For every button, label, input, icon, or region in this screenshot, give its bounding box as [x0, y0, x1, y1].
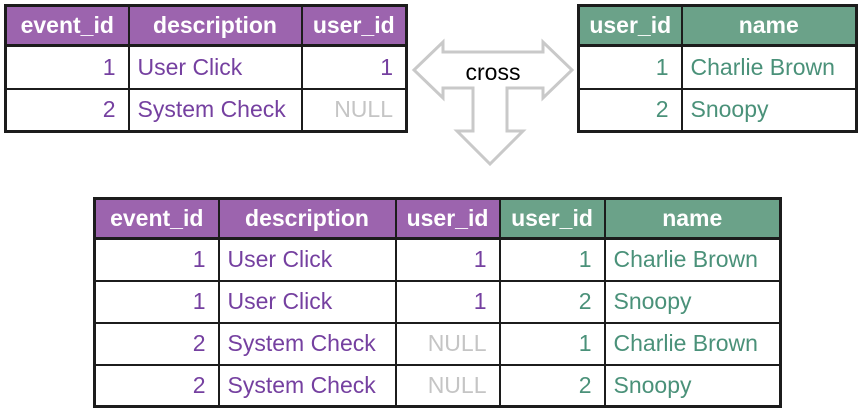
cell-user-id-left: 1 [394, 279, 501, 324]
cell-name: Charlie Brown [603, 321, 782, 366]
column-header-user-id: user_id [300, 4, 408, 47]
cell-user-id-null: NULL [300, 87, 408, 133]
table-row: 1 User Click 1 2 Snoopy [93, 279, 782, 324]
header-row: event_id description user_id [4, 4, 408, 47]
left-source-table: event_id description user_id 1 User Clic… [4, 4, 408, 133]
cell-user-id-right: 1 [498, 321, 606, 366]
cell-event-id: 2 [93, 321, 220, 366]
cell-user-id-left-null: NULL [394, 363, 501, 408]
cell-description: System Check [127, 87, 303, 133]
cell-user-id: 2 [577, 87, 683, 133]
cell-name: Charlie Brown [603, 237, 782, 282]
cell-name: Snoopy [603, 279, 782, 324]
header-row: event_id description user_id user_id nam… [93, 197, 782, 240]
left-right-down-arrow-shape [411, 38, 575, 167]
column-header-user-id-left: user_id [394, 197, 501, 240]
header-row: user_id name [577, 4, 858, 47]
cell-user-id-right: 1 [498, 237, 606, 282]
cell-user-id: 1 [577, 44, 683, 90]
cell-name: Snoopy [680, 87, 858, 133]
cell-event-id: 2 [4, 87, 130, 133]
cell-name: Snoopy [603, 363, 782, 408]
cell-event-id: 1 [93, 279, 220, 324]
column-header-name: name [680, 4, 858, 47]
cell-description: User Click [217, 237, 397, 282]
cell-description: User Click [127, 44, 303, 90]
cell-user-id-left-null: NULL [394, 321, 501, 366]
column-header-user-id: user_id [577, 4, 683, 47]
cell-event-id: 2 [93, 363, 220, 408]
column-header-name: name [603, 197, 782, 240]
cell-user-id: 1 [300, 44, 408, 90]
column-header-description: description [127, 4, 303, 47]
table-row: 1 Charlie Brown [577, 44, 858, 90]
cell-user-id-right: 2 [498, 363, 606, 408]
table-row: 1 User Click 1 1 Charlie Brown [93, 237, 782, 282]
table-row: 2 System Check NULL 2 Snoopy [93, 363, 782, 408]
cell-description: System Check [217, 363, 397, 408]
table-row: 2 System Check NULL 1 Charlie Brown [93, 321, 782, 366]
join-type-label: cross [465, 59, 521, 85]
column-header-event-id: event_id [4, 4, 130, 47]
cross-join-arrow-icon [411, 38, 575, 167]
cell-user-id-left: 1 [394, 237, 501, 282]
column-header-description: description [217, 197, 397, 240]
table-row: 2 Snoopy [577, 87, 858, 133]
cell-event-id: 1 [93, 237, 220, 282]
cell-event-id: 1 [4, 44, 130, 90]
cell-user-id-right: 2 [498, 279, 606, 324]
column-header-user-id-right: user_id [498, 197, 606, 240]
column-header-event-id: event_id [93, 197, 220, 240]
cross-join-result-table: event_id description user_id user_id nam… [93, 197, 782, 408]
table-row: 1 User Click 1 [4, 44, 408, 90]
cell-description: System Check [217, 321, 397, 366]
cell-description: User Click [217, 279, 397, 324]
table-row: 2 System Check NULL [4, 87, 408, 133]
right-source-table: user_id name 1 Charlie Brown 2 Snoopy [577, 4, 858, 133]
cell-name: Charlie Brown [680, 44, 858, 90]
